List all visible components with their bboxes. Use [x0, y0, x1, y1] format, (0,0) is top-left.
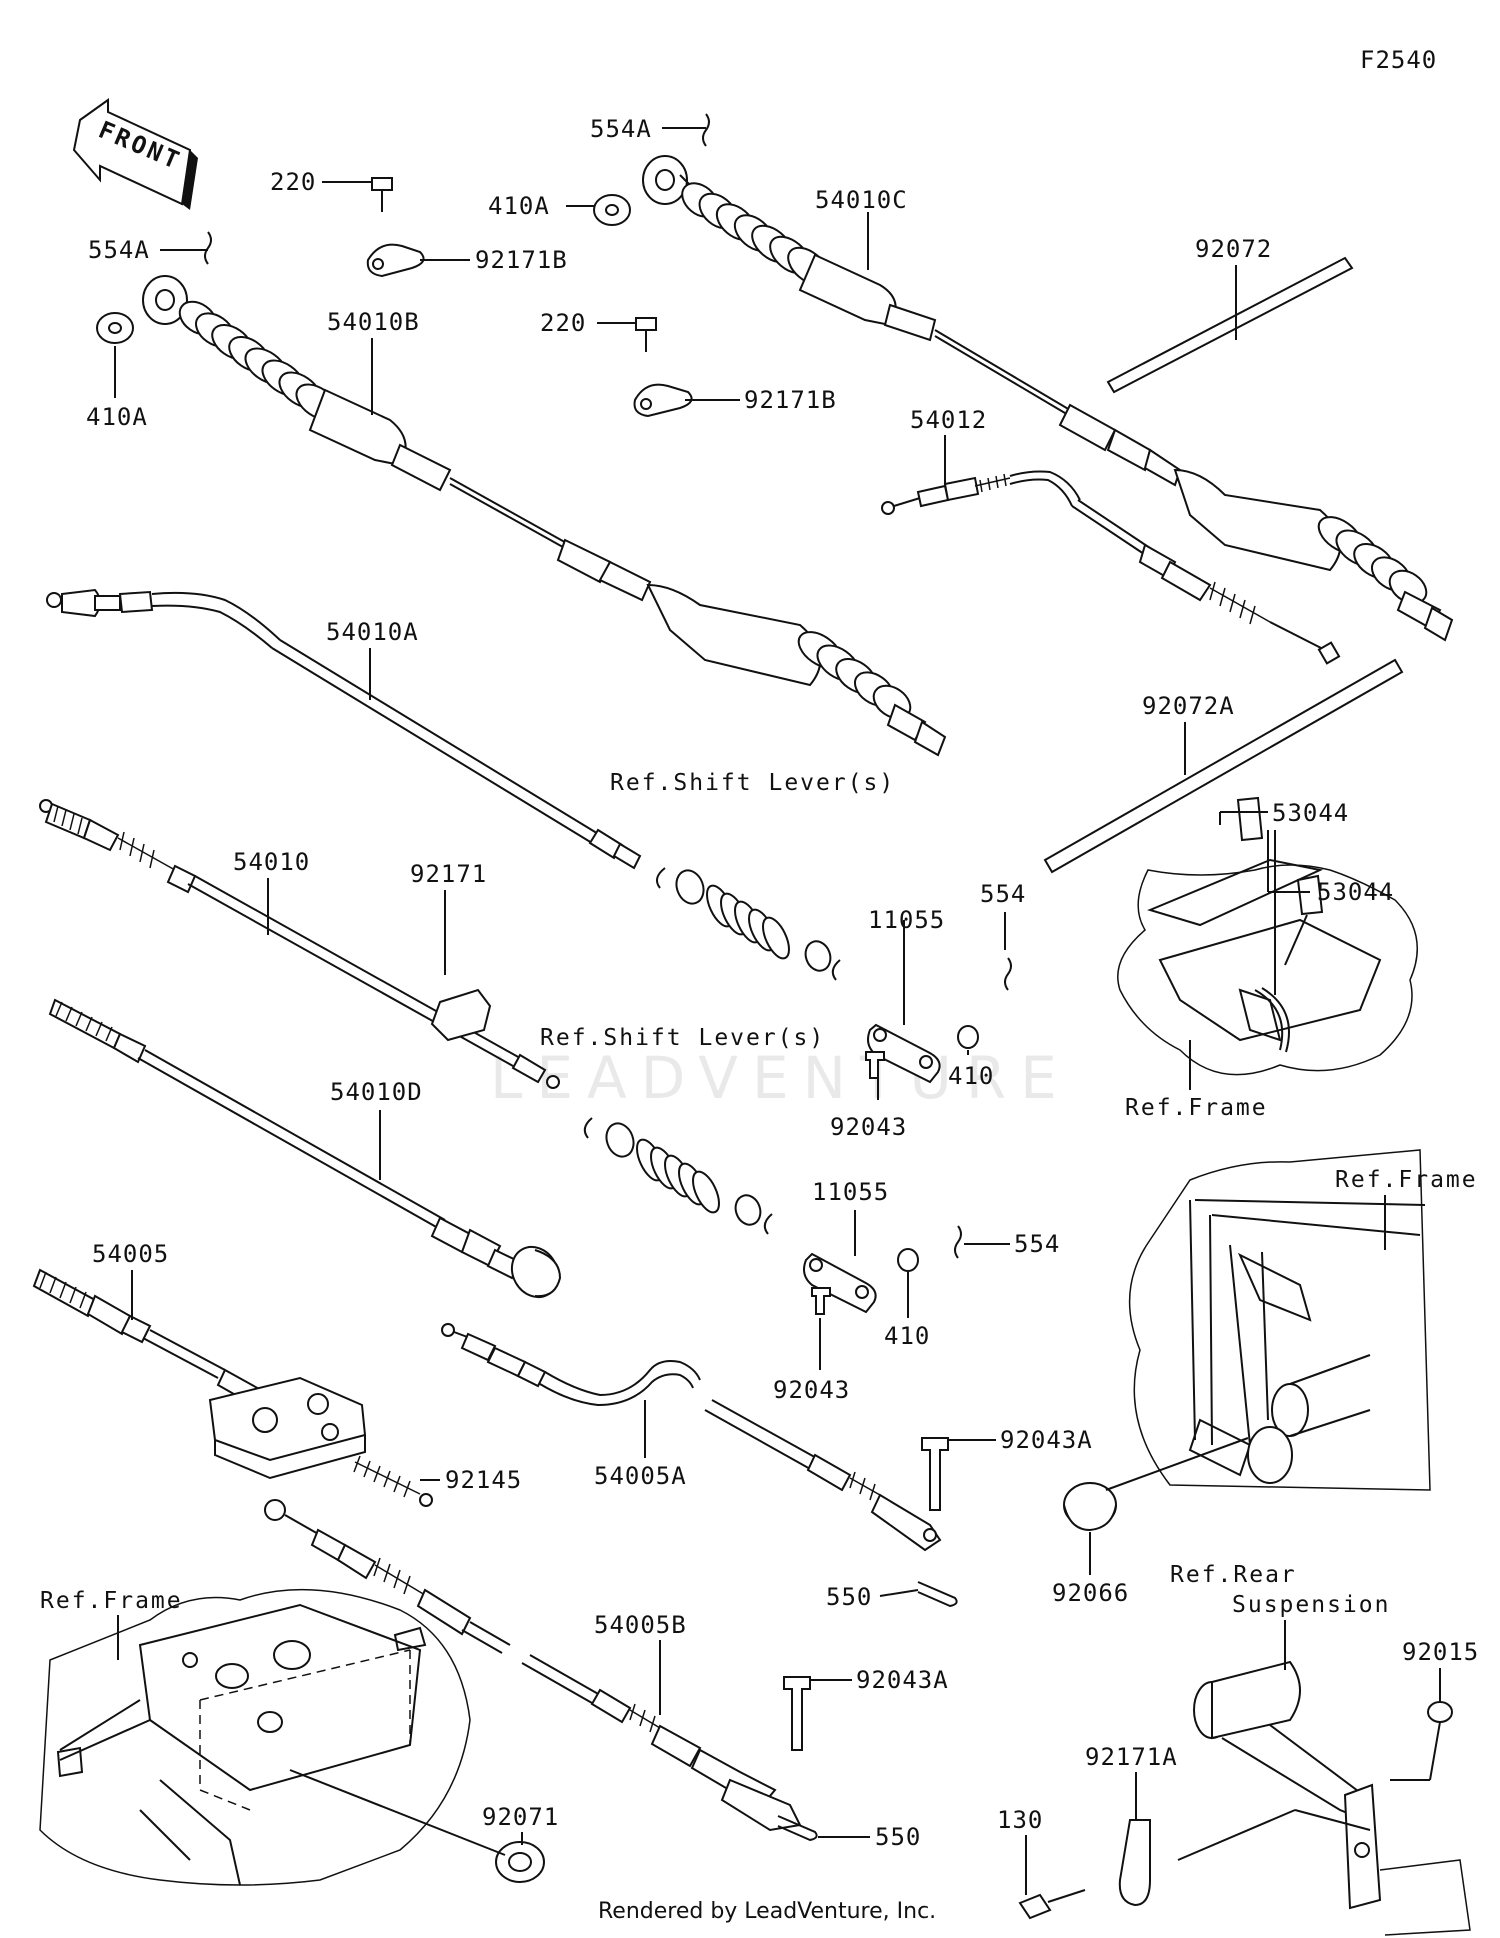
front-arrow-icon: FRONT	[72, 98, 198, 210]
cable-54010b	[142, 275, 947, 757]
shift-lever-set-2	[583, 1117, 919, 1315]
label-54005a: 54005A	[594, 1462, 687, 1490]
label-92071: 92071	[482, 1803, 559, 1831]
label-54010: 54010	[233, 848, 310, 876]
label-ref-shift-2: Ref.Shift Lever(s)	[540, 1025, 825, 1051]
diagram-code: F2540	[1360, 46, 1437, 74]
label-410a-top: 410A	[488, 192, 550, 220]
label-54012: 54012	[910, 406, 987, 434]
hardware-group	[96, 113, 1453, 1920]
frame-ref-2	[1105, 1149, 1431, 1491]
label-ref-frame-1: Ref.Frame	[1125, 1095, 1268, 1121]
cable-54010	[39, 799, 560, 1089]
frame-ref-3	[39, 1588, 506, 1886]
label-410-a: 410	[948, 1062, 994, 1090]
shift-lever-set-1	[655, 867, 979, 1084]
label-54010b: 54010B	[327, 308, 420, 336]
rear-suspension-ref	[1177, 1660, 1471, 1936]
label-220-a: 220	[270, 168, 316, 196]
label-92171b-a: 92171B	[475, 246, 568, 274]
label-ref-frame-2: Ref.Frame	[1335, 1167, 1478, 1193]
cable-54012	[881, 470, 1341, 665]
label-92043a-a: 92043A	[1000, 1426, 1093, 1454]
label-554a-left: 554A	[88, 236, 150, 264]
label-554a-top: 554A	[590, 115, 652, 143]
cable-54010c	[642, 155, 1454, 642]
cable-54005b	[264, 1499, 802, 1832]
label-554-a: 554	[980, 880, 1026, 908]
watermark-text: LEADVENTURE	[490, 1044, 1071, 1112]
label-554-b: 554	[1014, 1230, 1060, 1258]
label-92072: 92072	[1195, 235, 1272, 263]
cable-54010d	[48, 998, 562, 1299]
label-92043-a: 92043	[830, 1113, 907, 1141]
cable-54005	[32, 1268, 367, 1480]
cable-54005a	[441, 1323, 942, 1552]
label-130: 130	[997, 1806, 1043, 1834]
label-410-b: 410	[884, 1322, 930, 1350]
label-11055-b: 11055	[812, 1178, 889, 1206]
label-54005b: 54005B	[594, 1611, 687, 1639]
part-labels: 554A 220 410A 54010C 92072 554A 92171B 2…	[40, 115, 1479, 1851]
label-54010c: 54010C	[815, 186, 908, 214]
label-ref-shift-1: Ref.Shift Lever(s)	[610, 770, 895, 796]
label-53044-b: 53044	[1317, 878, 1394, 906]
label-220-b: 220	[540, 309, 586, 337]
label-92043a-b: 92043A	[856, 1666, 949, 1694]
leader-lines	[114, 127, 1441, 1895]
label-53044-a: 53044	[1272, 799, 1349, 827]
label-92171: 92171	[410, 860, 487, 888]
label-550-b: 550	[875, 1823, 921, 1851]
label-92145: 92145	[445, 1466, 522, 1494]
label-92171a: 92171A	[1085, 1743, 1178, 1771]
footer-credit: Rendered by LeadVenture, Inc.	[598, 1899, 936, 1924]
cable-54010a	[46, 588, 642, 870]
label-54010a: 54010A	[326, 618, 419, 646]
label-92072a: 92072A	[1142, 692, 1235, 720]
label-550-a: 550	[826, 1583, 872, 1611]
label-92171b-b: 92171B	[744, 386, 837, 414]
label-ref-rear-1: Ref.Rear	[1170, 1562, 1297, 1588]
label-ref-frame-3: Ref.Frame	[40, 1588, 183, 1614]
cotter-pin-icon	[702, 113, 710, 147]
label-54010d: 54010D	[330, 1078, 423, 1106]
label-410a-left: 410A	[86, 403, 148, 431]
frame-ref-1	[1117, 796, 1418, 1076]
label-54005: 54005	[92, 1240, 169, 1268]
label-92015: 92015	[1402, 1638, 1479, 1666]
label-ref-rear-2: Suspension	[1232, 1592, 1390, 1618]
label-92066: 92066	[1052, 1579, 1129, 1607]
label-11055-a: 11055	[868, 906, 945, 934]
label-92043-b: 92043	[773, 1376, 850, 1404]
